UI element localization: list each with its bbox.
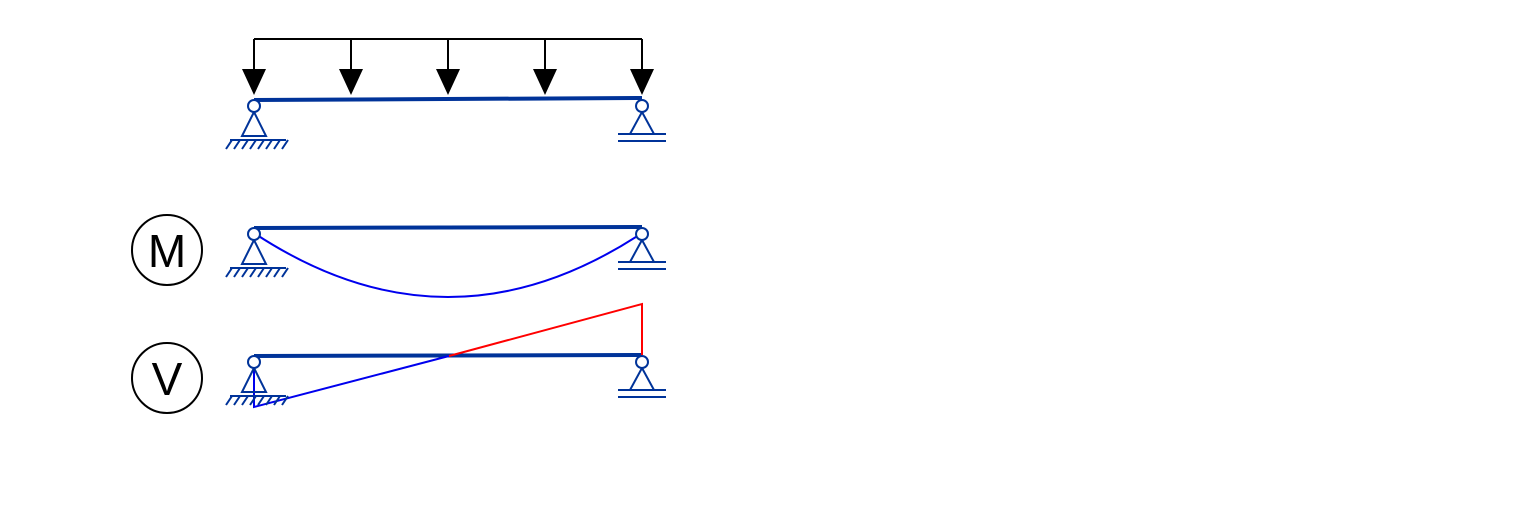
shear-label: V	[131, 342, 203, 414]
shear-panel: V	[131, 302, 666, 414]
load-arrow-head	[533, 69, 557, 95]
roller-support-icon	[618, 355, 666, 398]
load-arrow-head	[436, 69, 460, 95]
distributed-load	[242, 38, 654, 95]
moment-label: M	[131, 214, 203, 286]
moment-curve	[253, 232, 643, 298]
shear-negative-region	[253, 355, 450, 409]
shear-positive-region	[448, 302, 643, 357]
pin-support-icon	[225, 227, 289, 278]
moment-beam	[253, 225, 643, 230]
pin-support-icon	[225, 99, 289, 150]
load-arrow-head	[339, 69, 363, 95]
pin-support-icon	[225, 355, 289, 406]
moment-panel: M	[131, 214, 666, 298]
load-arrows	[242, 39, 654, 95]
roller-support-icon	[618, 99, 666, 142]
beam	[253, 96, 643, 102]
load-panel	[225, 38, 666, 150]
load-arrow-head	[630, 69, 654, 95]
load-arrow-head	[242, 69, 266, 95]
shear-label-text: V	[152, 353, 183, 405]
moment-label-text: M	[148, 225, 186, 277]
roller-support-icon	[618, 227, 666, 270]
